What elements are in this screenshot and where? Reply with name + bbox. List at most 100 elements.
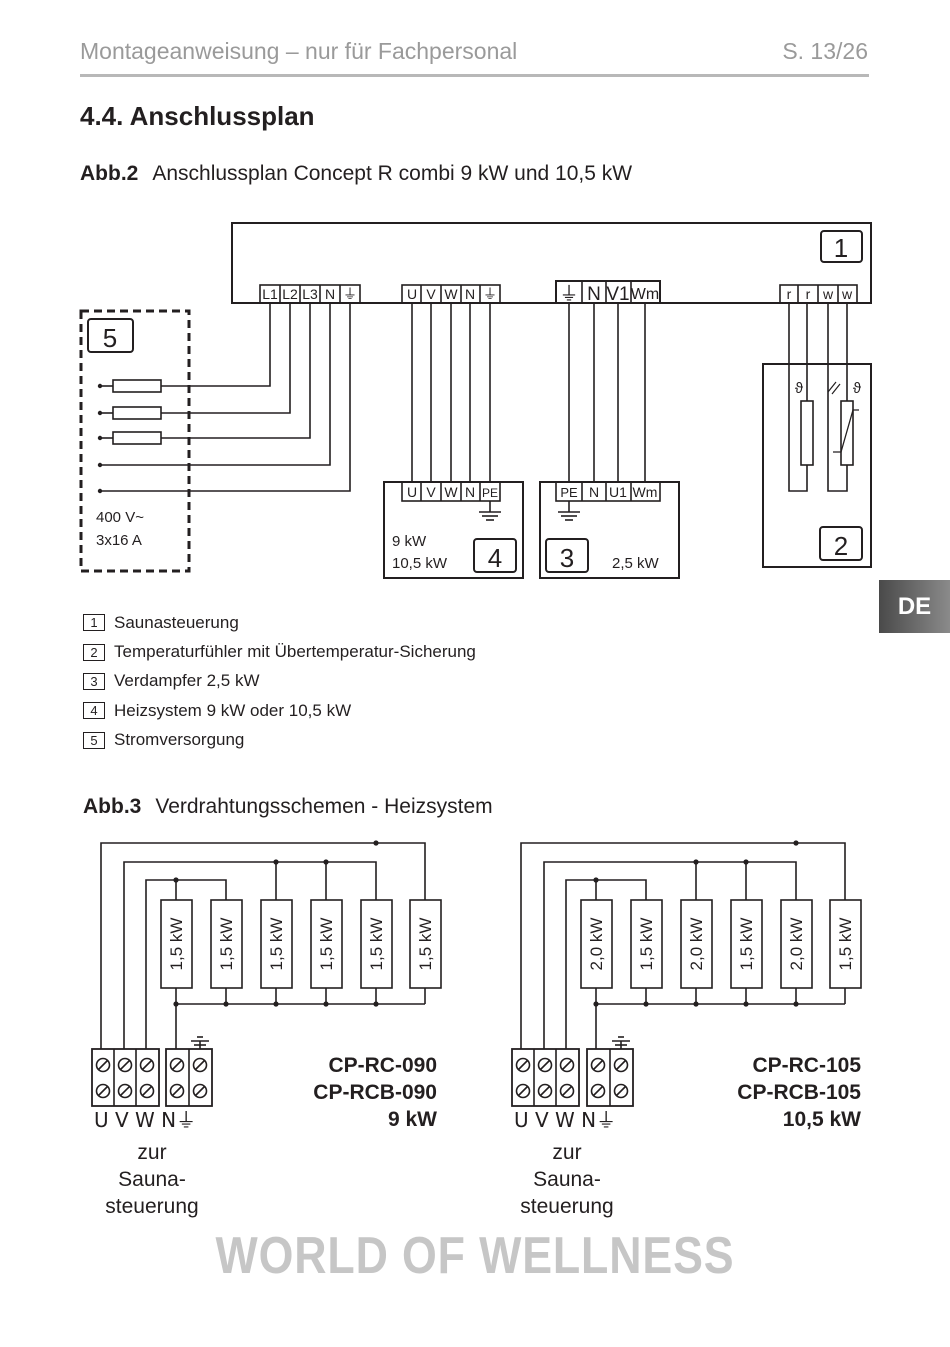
legend-text: Temperaturfühler mit Übertemperatur-Sich… [114,642,476,662]
box-5-stromversorgung [79,309,191,573]
fuse-2 [112,406,162,420]
heater-right-5: 2,0 kW [787,918,806,971]
legend-number: 1 [83,614,105,632]
terminal-r2: r [806,286,811,302]
terminal-u: U [407,286,417,302]
fuse-3 [112,431,162,445]
terminal-n: N [325,286,335,302]
header-divider [80,74,869,77]
box4-terminal-w: W [444,484,458,500]
fuse-1 [112,379,162,393]
note-left-3: steuerung [105,1195,198,1218]
sensor-element-1 [800,400,814,466]
model-right-1: CP-RC-105 [752,1054,861,1077]
model-left-1: CP-RC-090 [328,1054,437,1077]
heating-schema-left [91,840,442,1107]
box4-terminal-u: U [407,484,417,500]
box-2-number-frame [819,526,863,561]
heater-right-2: 1,5 kW [637,918,656,971]
terminal-ground: ⏚ [343,287,357,303]
box3-terminal-wm: Wm [633,484,658,500]
sensor-loop-2 [827,303,848,492]
legend-item: 5 Stromversorgung [83,726,476,755]
legend-item: 2 Temperaturfühler mit Übertemperatur-Sic… [83,637,476,666]
figure-2-label: Abb.2 [80,162,139,185]
legend-item: 1 Saunasteuerung [83,608,476,637]
box-3-number-frame [545,538,589,573]
heater-left-4: 1,5 kW [317,918,336,971]
legend-number: 2 [83,643,105,661]
language-tab[interactable]: DE [879,580,950,633]
box-5-number-frame [87,318,134,353]
model-left-3: 9 kW [388,1108,437,1131]
heater-right-4: 1,5 kW [737,918,756,971]
box-3-number: 3 [560,543,574,573]
terminal-r1: r [787,286,792,302]
legend-text: Saunasteuerung [114,612,239,632]
legend: 1 Saunasteuerung 2 Temperaturfühler mit Üb… [83,608,476,755]
heater-left-3: 1,5 kW [267,918,286,971]
figure-2-caption: Abb.2 Anschlussplan Concept R combi 9 kW … [80,162,632,186]
figure-3-caption: Abb.3 Verdrahtungsschemen - Heizsystem [83,795,493,819]
box-1-number: 1 [834,233,848,263]
terminal-l3: L3 [302,286,318,302]
legend-number: 4 [83,702,105,720]
terminal-l1: L1 [262,286,278,302]
legend-item: 3 Verdampfer 2,5 kW [83,667,476,696]
note-left-2: Sauna- [118,1168,186,1191]
sensor-loop-1 [788,303,808,492]
model-right-2: CP-RCB-105 [737,1081,861,1104]
heating-schema-right [511,840,862,1107]
evap-terminal-wm: Wm [631,286,659,303]
figure-2-caption-text: Anschlussplan Concept R combi 9 kW und 1… [152,162,633,185]
legend-text: Verdampfer 2,5 kW [114,671,260,691]
note-right-1: zur [552,1141,581,1164]
terminal-labels-left: U V W N⏚ [94,1108,196,1132]
box-4-power-105kw: 10,5 kW [392,555,448,572]
box3-terminal-n: N [589,484,599,500]
box-1-saunasteuerung [231,222,872,304]
box4-terminal-n: N [465,484,475,500]
terminal-n2: N [465,286,475,302]
heater-left-6: 1,5 kW [416,918,435,971]
header-title: Montageanweisung – nur für Fachpersonal [80,38,518,64]
box-4-power-9kw: 9 kW [392,533,427,550]
evap-terminal-n: N [587,284,601,305]
heater-right-1: 2,0 kW [587,918,606,971]
terminal-ground2: ⏚ [483,287,497,303]
evap-terminal-ground: ⏚ [559,283,578,305]
heater-right-3: 2,0 kW [687,918,706,971]
model-left-2: CP-RCB-090 [313,1081,437,1104]
box3-terminal-pe: PE [560,485,578,500]
box-4-number: 4 [488,543,502,573]
legend-number: 5 [83,731,105,749]
heater-left-2: 1,5 kW [217,918,236,971]
legend-number: 3 [83,672,105,690]
note-right-2: Sauna- [533,1168,601,1191]
note-left-1: zur [137,1141,166,1164]
figure-3-caption-text: Verdrahtungsschemen - Heizsystem [155,795,493,818]
heater-left-1: 1,5 kW [167,918,186,971]
box-2-number: 2 [834,531,848,561]
sensor-theta-2: ϑ [853,380,862,397]
note-right-3: steuerung [520,1195,613,1218]
box-1-number-frame [820,230,863,263]
box-5-number: 5 [103,323,117,353]
supply-voltage: 400 V~ [96,509,144,526]
terminal-w: W [444,286,458,302]
legend-item: 4 Heizsystem 9 kW oder 10,5 kW [83,696,476,725]
terminal-labels-right: U V W N⏚ [514,1108,616,1132]
terminal-group-evap [555,280,661,304]
legend-text: Heizsystem 9 kW oder 10,5 kW [114,700,352,720]
model-right-3: 10,5 kW [783,1108,861,1131]
supply-current: 3x16 A [96,532,142,549]
box-2-temperaturfuehler [762,363,872,568]
box3-terminal-u1: U1 [609,484,627,500]
box4-terminal-v: V [426,484,436,500]
terminal-l2: L2 [282,286,298,302]
legend-text: Stromversorgung [114,730,245,750]
figure-3-label: Abb.3 [83,795,142,818]
heater-right-6: 1,5 kW [836,918,855,971]
sensor-theta-1: ϑ [795,380,804,397]
